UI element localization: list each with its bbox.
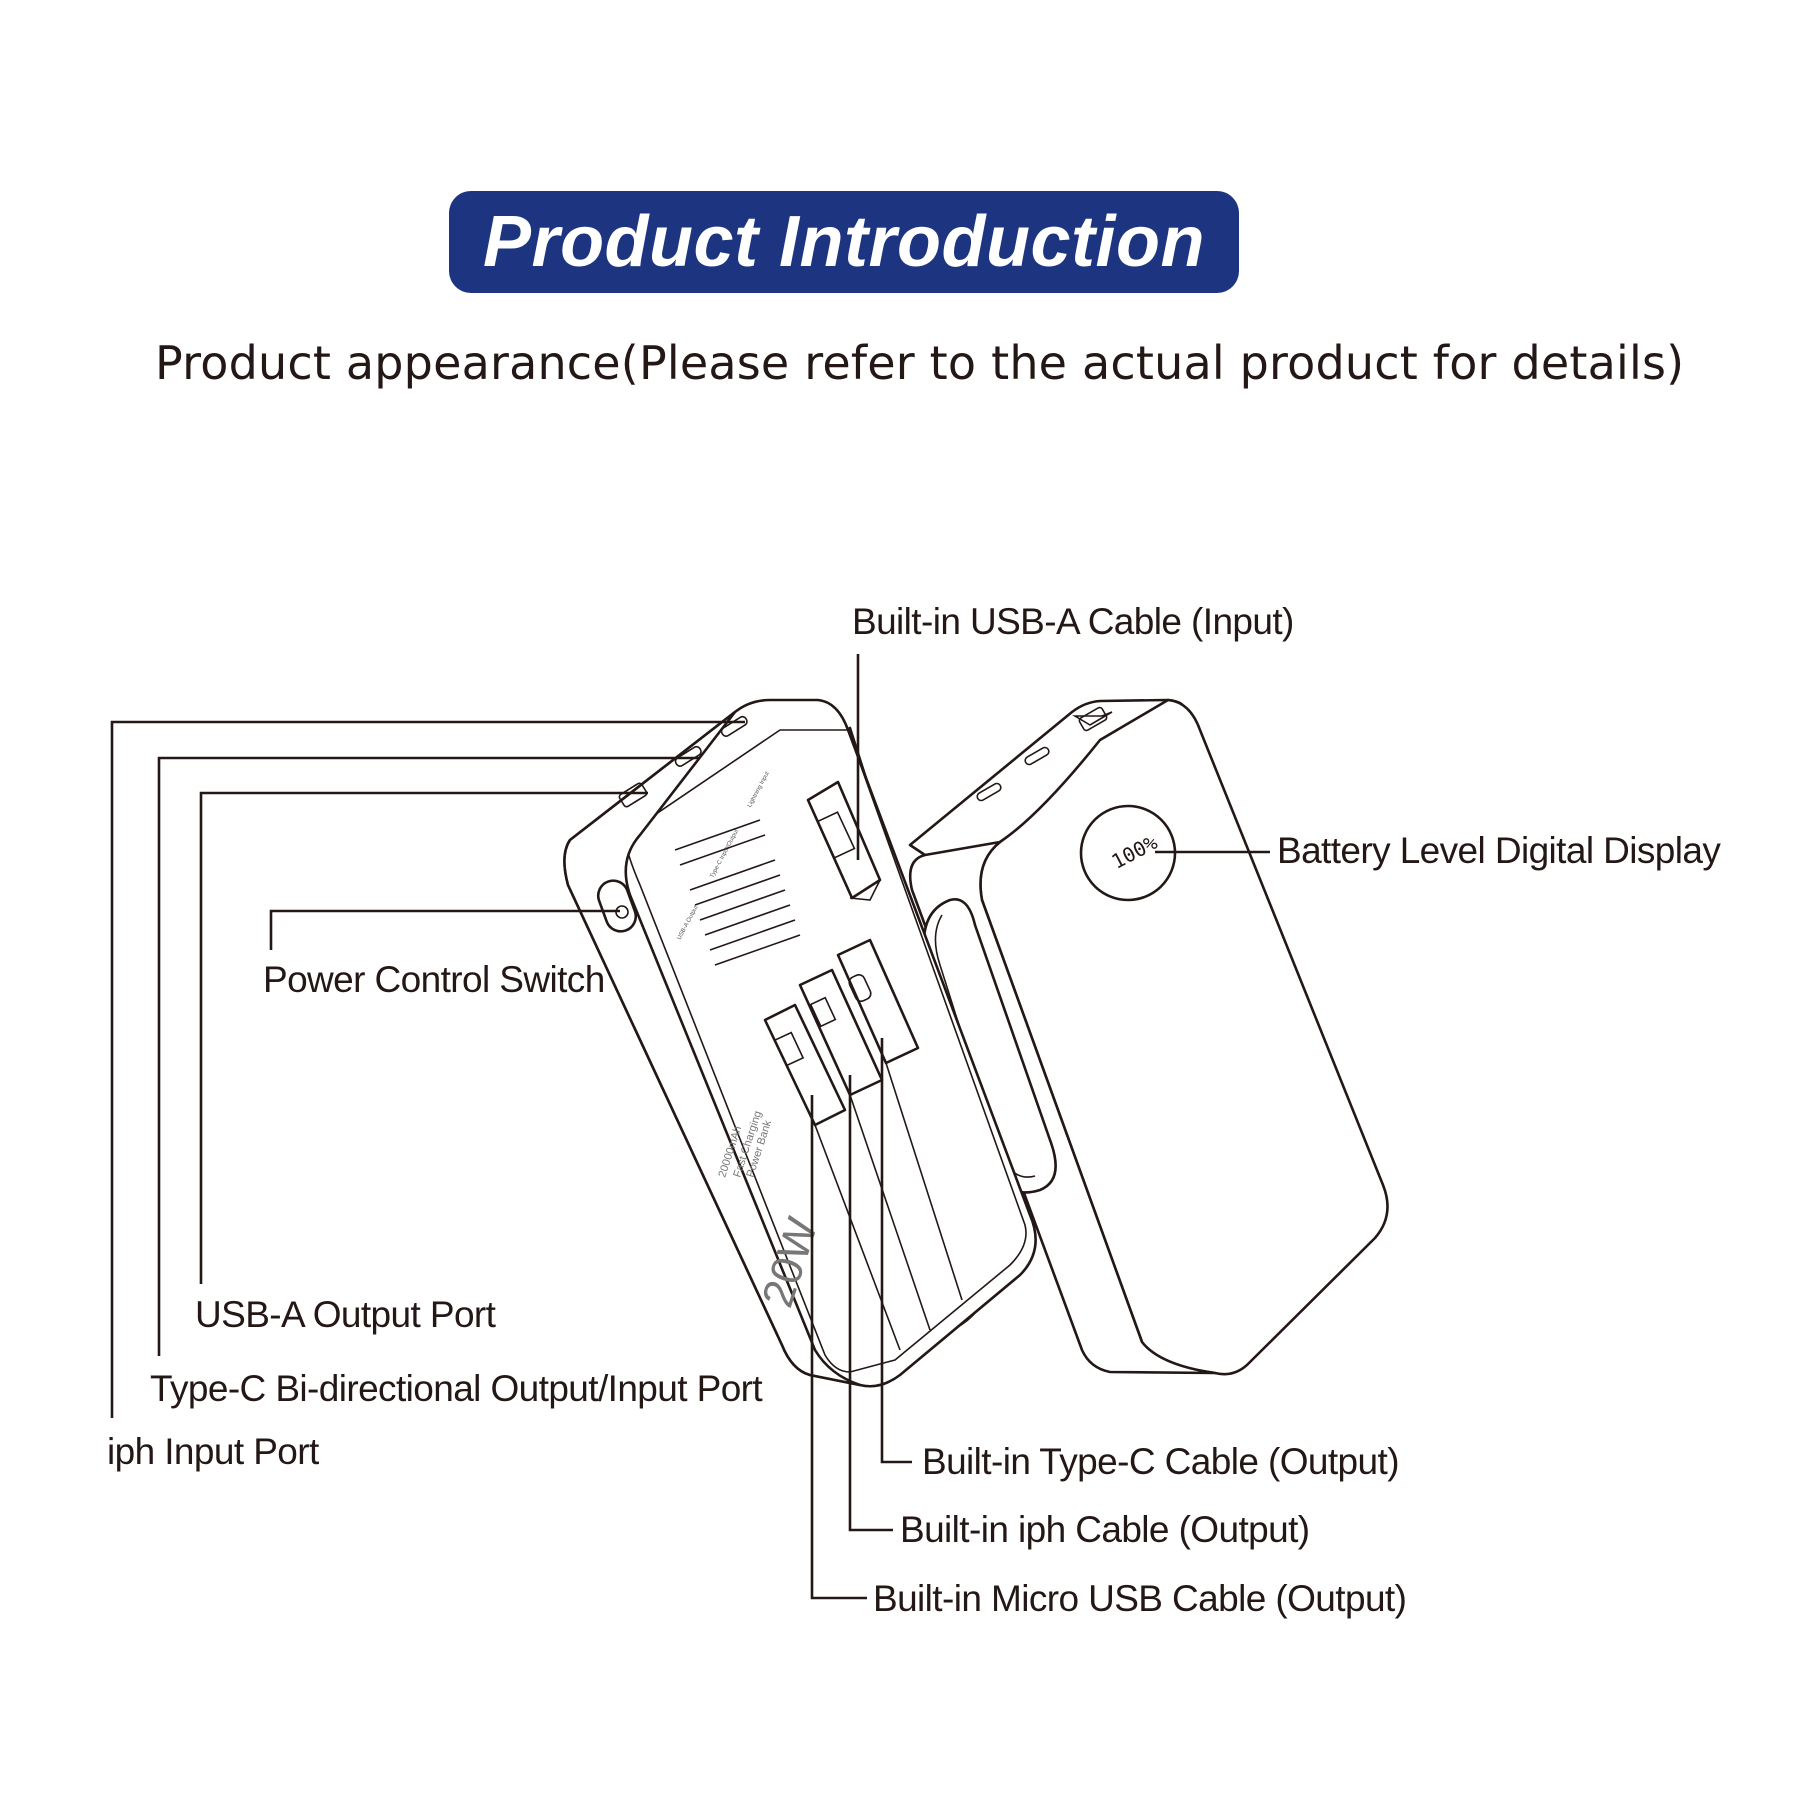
spec-text-lines	[674, 819, 801, 966]
callout-iph-cable-output: Built-in iph Cable (Output)	[900, 1509, 1310, 1550]
leader-usb-a-output-port	[199, 791, 648, 1284]
front-usb-a-port-icon	[1072, 711, 1113, 726]
usb-a-cable-neck	[849, 879, 881, 901]
callout-battery-display: Battery Level Digital Display	[1277, 830, 1721, 871]
micro-usb-cable-wire	[814, 1124, 901, 1351]
back-device-side-face	[563, 710, 862, 1387]
type-c-cable-plug	[848, 974, 872, 1002]
type-c-cable-head	[836, 938, 920, 1065]
usb-a-cable-plug	[816, 811, 856, 859]
iph-cable-wire	[849, 1094, 931, 1331]
leader-type-c-cable	[880, 1038, 912, 1464]
callout-power-switch: Power Control Switch	[263, 959, 605, 1000]
type-c-port-slot	[674, 745, 702, 767]
callout-micro-usb-cable-output: Built-in Micro USB Cable (Output)	[873, 1578, 1407, 1619]
callout-type-c-cable-output: Built-in Type-C Cable (Output)	[922, 1441, 1400, 1482]
front-usb-a-port-slot	[1078, 706, 1108, 732]
front-type-c-port-slot	[1024, 746, 1050, 766]
micro-usb-cable-plug	[773, 1031, 805, 1067]
front-lightning-port-slot	[976, 782, 1002, 802]
iph-cable-plug	[809, 996, 837, 1028]
callout-type-c-port: Type-C Bi-directional Output/Input Port	[150, 1368, 763, 1409]
callout-iph-input-port: iph Input Port	[107, 1431, 319, 1472]
leader-iph-input-port	[110, 720, 745, 1418]
page-subtitle: Product appearance(Please refer to the a…	[155, 336, 1685, 390]
callout-usb-a-output-port: USB-A Output Port	[195, 1294, 496, 1335]
leader-power-switch	[269, 909, 620, 950]
page-title: Product Introduction	[483, 202, 1205, 282]
leader-lines	[110, 654, 1270, 1600]
back-device-face-outline	[624, 729, 1027, 1373]
callout-usb-a-cable-input: Built-in USB-A Cable (Input)	[852, 601, 1294, 642]
leader-iph-cable	[848, 1075, 893, 1532]
leader-micro-usb-cable	[810, 1095, 867, 1600]
title-banner: Product Introduction	[449, 191, 1239, 293]
type-c-cable-wire	[885, 1062, 963, 1301]
leader-type-c-port	[157, 756, 700, 1356]
power-bank-back-view: USB-A Output Type-C Input/Output Lightni…	[563, 698, 1057, 1388]
usb-a-output-port-slot	[618, 782, 648, 808]
